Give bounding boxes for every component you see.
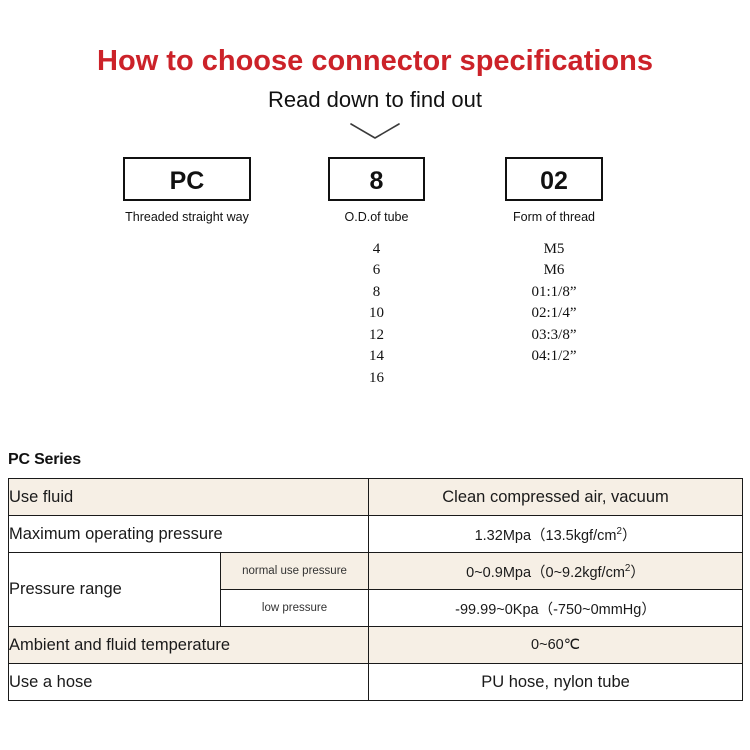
code-box-series: PC [123, 157, 251, 202]
code-caption-thread: Form of thread [513, 210, 595, 225]
spec-value-text: 0~0.9Mpa（0~9.2kgf/cm [466, 564, 625, 581]
table-row: Use fluid Clean compressed air, vacuum [7, 478, 744, 516]
page-subtitle: Read down to find out [267, 86, 483, 112]
spec-value-low-pressure: -99.99~0Kpa（-750~0mmHg） [368, 589, 744, 627]
spec-value-ambient-temperature: 0~60℃ [368, 626, 744, 664]
spec-value-text: -99.99~0Kpa（-750~0mmHg） [455, 601, 656, 618]
spec-label-use-fluid: Use fluid [7, 478, 370, 516]
code-caption-series: Threaded straight way [125, 210, 249, 225]
list-item: 03:3/8” [531, 326, 577, 343]
spec-table-heading: PC Series [8, 451, 81, 468]
spec-value-text-suffix: ） [621, 527, 637, 544]
table-row: Maximum operating pressure 1.32Mpa（13.5k… [7, 515, 744, 553]
list-item: 14 [369, 348, 384, 365]
spec-label-pressure-range: Pressure range [8, 552, 221, 627]
spec-value-superscript: 2 [616, 525, 622, 537]
spec-label-max-pressure: Maximum operating pressure [7, 515, 370, 553]
option-list-tube: 4 6 8 10 12 14 16 [328, 239, 425, 389]
code-box-tube: 8 [328, 157, 425, 202]
list-item: 01:1/8” [531, 283, 577, 300]
spec-value-max-pressure: 1.32Mpa（13.5kgf/cm2） [368, 515, 744, 553]
spec-table: Use fluid Clean compressed air, vacuum M… [7, 478, 744, 701]
list-item: 6 [372, 262, 381, 279]
option-list-thread: M5 M6 01:1/8” 02:1/4” 03:3/8” 04:1/2” [505, 239, 603, 367]
list-item: 10 [369, 305, 384, 322]
code-column-thread: 02 Form of thread [505, 157, 603, 224]
list-item: M6 [543, 262, 565, 279]
code-option-lists: 4 6 8 10 12 14 16 M5 M6 01:1/8” 02:1/4” … [0, 239, 750, 389]
spec-value-normal-use-pressure: 0~0.9Mpa（0~9.2kgf/cm2） [368, 552, 744, 590]
list-item: 02:1/4” [531, 305, 577, 322]
spec-value-use-a-hose: PU hose, nylon tube [368, 663, 744, 701]
list-item: M5 [543, 241, 565, 258]
table-row: Pressure range normal use pressure 0~0.9… [8, 552, 744, 627]
list-item: 16 [369, 369, 384, 386]
code-box-thread: 02 [505, 157, 603, 202]
list-item: 12 [369, 326, 384, 343]
spec-label-ambient-temperature: Ambient and fluid temperature [7, 626, 370, 664]
list-item: 04:1/2” [531, 348, 577, 365]
page-title: How to choose connector specifications [97, 45, 653, 77]
table-row: Use a hose PU hose, nylon tube [7, 663, 744, 701]
spec-value-use-fluid: Clean compressed air, vacuum [368, 478, 744, 516]
code-caption-tube: O.D.of tube [344, 210, 409, 225]
code-column-tube: 8 O.D.of tube [328, 157, 425, 224]
chevron-wrap [0, 121, 750, 149]
page-header: How to choose connector specifications R… [0, 0, 750, 149]
table-row: Ambient and fluid temperature 0~60℃ [7, 626, 744, 664]
list-item: 8 [372, 283, 381, 300]
code-column-series: PC Threaded straight way [123, 157, 251, 224]
list-item: 4 [372, 241, 381, 258]
spec-value-text: 1.32Mpa（13.5kgf/cm [474, 527, 617, 544]
spec-value-superscript: 2 [624, 562, 631, 574]
spec-label-use-a-hose: Use a hose [7, 663, 370, 701]
spec-sublabel-normal-use-pressure: normal use pressure [219, 552, 370, 590]
chevron-down-icon [350, 123, 400, 139]
spec-sublabel-low-pressure: low pressure [219, 589, 370, 627]
code-breakdown-boxes: PC Threaded straight way 8 O.D.of tube 0… [0, 157, 750, 237]
spec-value-text-suffix: ） [630, 564, 645, 581]
